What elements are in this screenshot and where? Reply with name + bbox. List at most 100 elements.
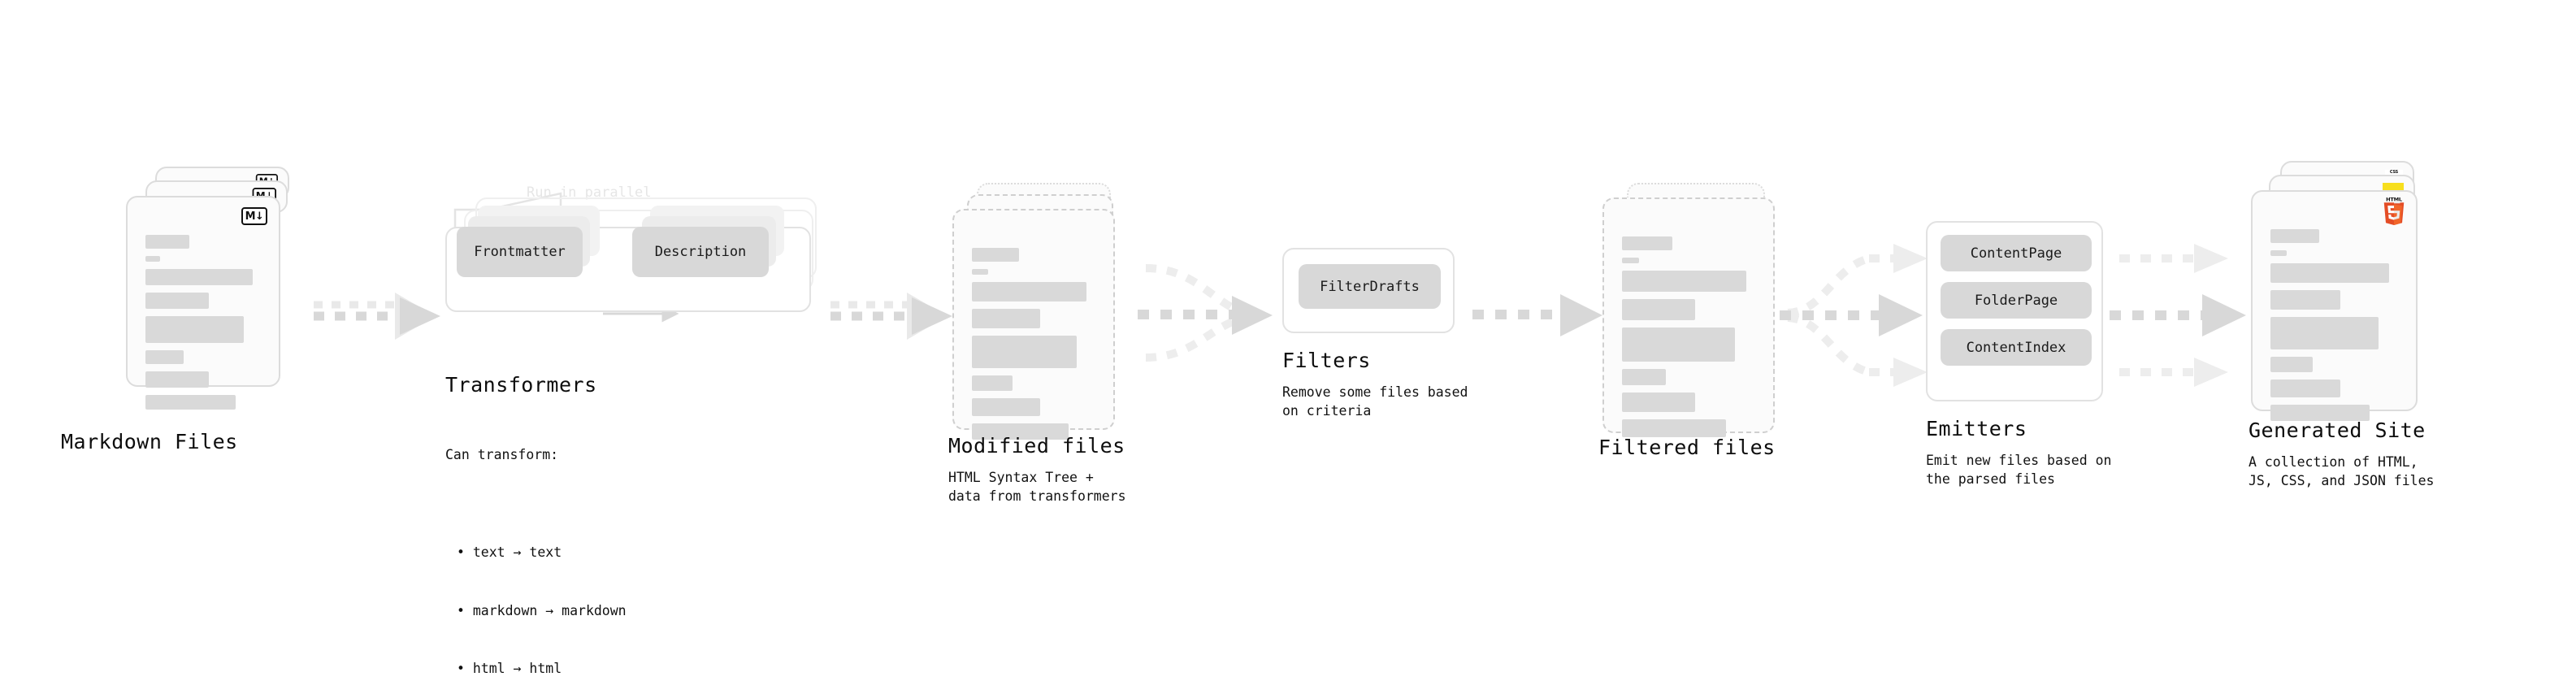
- transform-lead: Can transform:: [445, 447, 559, 463]
- stage-title: Generated Site: [2249, 419, 2426, 442]
- modified-doc-front[interactable]: [952, 209, 1115, 440]
- arrow-emitters-to-site: [2110, 244, 2246, 387]
- doc-content-lines: [1622, 236, 1755, 445]
- filtered-doc-front[interactable]: [1602, 197, 1775, 437]
- stage-filters: FilterDrafts Filters Remove some files b…: [1282, 248, 1469, 419]
- caption-markdown-files: Markdown Files: [61, 431, 238, 453]
- caption-generated-site: Generated Site A collection of HTML, JS,…: [2249, 419, 2434, 491]
- filters-group[interactable]: FilterDrafts: [1282, 248, 1469, 337]
- svg-text:HTML: HTML: [2386, 196, 2402, 202]
- doc-line: [145, 269, 254, 285]
- transform-list: • text → text • markdown → markdown • ht…: [457, 504, 627, 681]
- stage-markdown-files: M↓ M↓ M↓: [61, 167, 301, 453]
- site-doc-html[interactable]: HTML: [2251, 190, 2418, 421]
- doc-line: [145, 371, 210, 388]
- filtered-file-stack[interactable]: [1602, 183, 1781, 437]
- doc-line: [972, 375, 1013, 391]
- doc-line: [145, 235, 189, 249]
- caption-emitters: Emitters Emit new files based on the par…: [1926, 418, 2111, 489]
- doc-line: [2270, 380, 2341, 397]
- transform-item: • html → html: [457, 661, 562, 677]
- generated-site-stack[interactable]: CSS HTML: [2251, 161, 2438, 421]
- arrow-markdown-to-transformers: [314, 293, 440, 340]
- doc-line: [972, 336, 1078, 368]
- caption-modified-files: Modified files HTML Syntax Tree + data f…: [948, 435, 1126, 506]
- doc-content-lines: [972, 248, 1095, 447]
- doc-line: [2270, 357, 2313, 372]
- stage-generated-site: CSS HTML: [2249, 161, 2438, 488]
- stage-filtered-files: Filtered files: [1598, 183, 1781, 458]
- stage-modified-files: Modified files HTML Syntax Tree + data f…: [948, 183, 1127, 504]
- stage-title: Filtered files: [1598, 436, 1776, 459]
- stage-title: Modified files: [948, 434, 1125, 458]
- doc-line: [972, 309, 1040, 328]
- transform-item: • markdown → markdown: [457, 602, 627, 618]
- stage-subtitle: Can transform: • text → text • markdown …: [445, 407, 627, 681]
- css-icon-label: CSS: [2389, 170, 2399, 175]
- markdown-file-stack[interactable]: M↓ M↓ M↓: [126, 167, 301, 414]
- modified-file-stack[interactable]: [952, 183, 1127, 440]
- doc-line: [2270, 250, 2288, 256]
- markdown-badge-front: M↓: [241, 207, 267, 225]
- doc-line: [145, 395, 236, 410]
- chip-frontmatter[interactable]: Frontmatter: [457, 227, 583, 277]
- chip-description[interactable]: Description: [632, 227, 769, 277]
- transform-item: • text → text: [457, 544, 562, 560]
- stage-title: Transformers: [445, 373, 597, 397]
- filters-box[interactable]: FilterDrafts: [1282, 248, 1455, 333]
- doc-line: [145, 350, 184, 364]
- doc-line: [972, 269, 988, 275]
- arrow-transformers-to-modified: [830, 293, 952, 340]
- chip-contentindex[interactable]: ContentIndex: [1941, 329, 2092, 366]
- stage-emitters: ContentPage FolderPage ContentIndex Emit…: [1926, 221, 2121, 487]
- emitters-box[interactable]: ContentPage FolderPage ContentIndex: [1926, 221, 2103, 401]
- doc-content-lines: [2270, 229, 2398, 428]
- doc-line: [145, 256, 161, 262]
- doc-line: [1622, 327, 1736, 362]
- caption-filtered-files: Filtered files: [1598, 436, 1776, 459]
- emitters-group[interactable]: ContentPage FolderPage ContentIndex: [1926, 221, 2121, 408]
- stage-subtitle: Remove some files based on criteria: [1282, 384, 1468, 419]
- doc-line: [1622, 369, 1667, 385]
- doc-line: [2270, 229, 2319, 243]
- caption-transformers: Transformers Can transform: • text → tex…: [445, 374, 627, 681]
- stage-transformers: Run in parallel Frontmatter Description …: [445, 184, 827, 676]
- doc-line: [2270, 405, 2370, 421]
- html5-icon: HTML: [2383, 196, 2405, 226]
- doc-line: [972, 423, 1069, 440]
- doc-line: [1622, 236, 1673, 250]
- doc-line: [1622, 419, 1726, 437]
- chip-filterdrafts[interactable]: FilterDrafts: [1299, 264, 1441, 309]
- stage-subtitle: HTML Syntax Tree + data from transformer…: [948, 469, 1126, 505]
- doc-line: [2270, 317, 2379, 349]
- markdown-doc-front[interactable]: M↓: [126, 196, 280, 410]
- chip-contentpage[interactable]: ContentPage: [1941, 235, 2092, 271]
- doc-line: [1622, 258, 1640, 263]
- stage-title: Emitters: [1926, 417, 2027, 440]
- doc-content-lines: [145, 235, 261, 417]
- doc-line: [1622, 271, 1746, 292]
- arrow-filters-to-filtered: [1472, 294, 1602, 336]
- stage-title: Markdown Files: [61, 430, 238, 453]
- doc-line: [2270, 263, 2389, 283]
- doc-line: [145, 293, 210, 309]
- doc-line: [2270, 290, 2341, 310]
- doc-line: [972, 248, 1019, 262]
- chip-folderpage[interactable]: FolderPage: [1941, 282, 2092, 319]
- caption-filters: Filters Remove some files based on crite…: [1282, 349, 1468, 421]
- markdown-icon: M↓: [241, 207, 267, 225]
- arrow-filtered-to-emitters: [1780, 244, 1928, 387]
- stage-subtitle: Emit new files based on the parsed files: [1926, 452, 2112, 488]
- stage-title: Filters: [1282, 349, 1371, 372]
- stage-subtitle: A collection of HTML, JS, CSS, and JSON …: [2249, 453, 2435, 489]
- transformer-layer-front[interactable]: Frontmatter Description: [445, 206, 811, 312]
- doc-line: [1622, 393, 1696, 412]
- transformers-group-stack: Frontmatter Description: [445, 191, 827, 354]
- doc-line: [145, 316, 244, 343]
- doc-line: [972, 398, 1040, 416]
- doc-line: [1622, 299, 1696, 320]
- doc-line: [972, 282, 1087, 301]
- html5-badge-wrap: HTML: [2382, 196, 2406, 226]
